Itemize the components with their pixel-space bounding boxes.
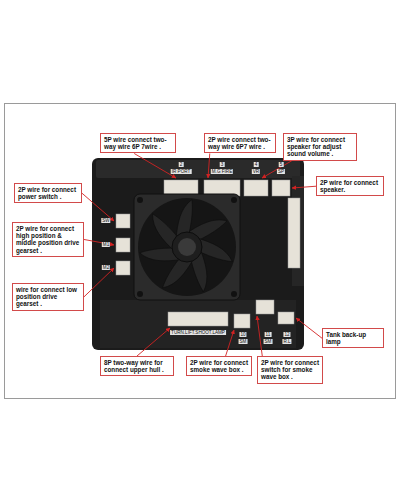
callout-box: 2P wire for connect switch for smoke wav… [257,356,323,384]
connector-label: TURN.LIFT.SHOOT.LAMP [170,330,226,335]
connector-label: 10 [239,332,246,337]
callout-box: 2P wire for connect power switch . [14,183,82,203]
callout-box: 3P wire for connect speaker for adjust s… [283,133,357,161]
frame [5,104,396,399]
callout-text: 8P two-way wire for connect upper hull . [104,359,170,373]
leader-line [257,316,262,356]
callout-text: 5P wire connect two-way wire 6P 7wire . [104,136,172,150]
connector-label: SM [264,339,273,344]
control-board [92,158,304,350]
connector-label: M1 [102,242,110,247]
callout-text: 2P wire for connect smoke wave box . [190,359,248,373]
leader-line [134,153,176,178]
leader-line [262,161,292,178]
callout-text: 2P wire for connect high position & midd… [16,225,80,254]
callout-text: 2P wire for connect power switch . [18,186,78,200]
connector-label: 3 [220,162,225,167]
connector-label: VR [252,169,260,174]
connector-label: SW [101,218,110,223]
callout-text: 3P wire for connect speaker for adjust s… [287,136,353,158]
leader-line [137,328,170,356]
leader-line [84,268,114,297]
callout-text: Tank back-up lamp [326,331,380,345]
leader-line [292,186,316,188]
connector-label: 12 [283,332,290,337]
connector-label: M.G FIRE [211,169,233,174]
callout-box: 2P wire for connect high position & midd… [12,222,84,257]
callout-box: 8P two-way wire for connect upper hull . [100,356,174,376]
callout-box: 5P wire connect two-way wire 6P 7wire . [100,133,176,153]
callout-text: 2P wire for connect switch for smoke wav… [261,359,319,381]
leader-line [82,193,114,221]
callout-box: 2P wire for connect smoke wave box . [186,356,252,376]
connector-label: 2 [179,162,184,167]
callout-text: 2P wire for connect speaker. [320,179,380,193]
connector-label: 11 [265,332,272,337]
connector-label: 5 [279,162,284,167]
leader-line [226,330,234,356]
callout-box: wire for connect low position drive gear… [12,283,84,311]
callout-box: Tank back-up lamp [322,328,384,348]
connector-label: IR PORT [171,169,192,174]
callout-text: wire for connect low position drive gear… [16,286,80,308]
callout-text: 2P wire connect two-way wire 6P7 wire . [208,136,272,150]
connector-label: SM [239,339,248,344]
leader-line [208,153,210,178]
callout-box: 2P wire connect two-way wire 6P7 wire . [204,133,276,153]
connector-label: M2 [102,265,110,270]
connector-label: R.L [282,339,291,344]
connector-label: 4 [254,162,259,167]
callout-box: 2P wire for connect speaker. [316,176,384,196]
connector-label: SP [277,169,285,174]
leader-line [296,318,322,338]
